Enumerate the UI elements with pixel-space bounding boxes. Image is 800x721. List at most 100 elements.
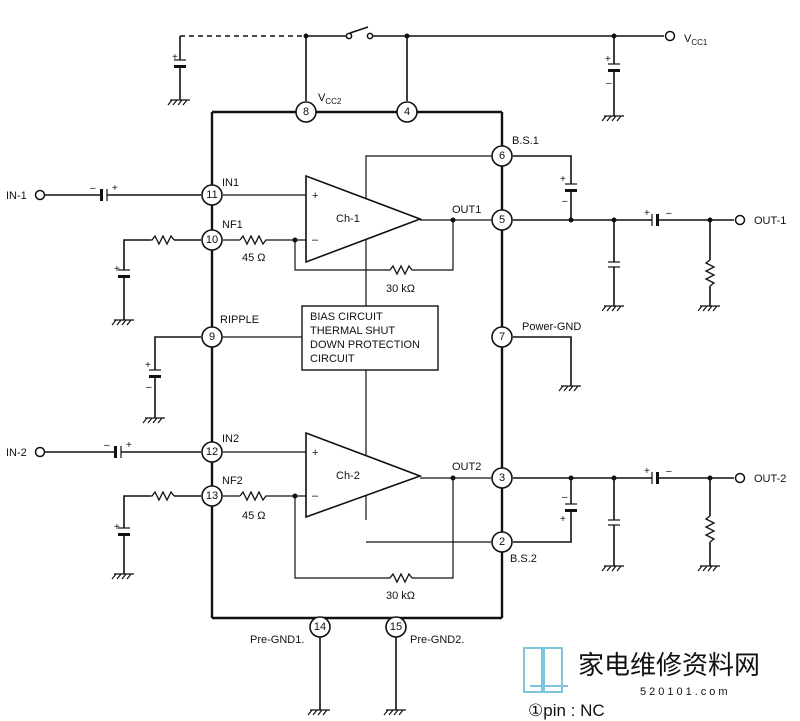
bs1-label: B.S.1: [512, 135, 539, 147]
watermark-logo-icon: [523, 647, 568, 693]
power-switch: [345, 26, 374, 40]
pin-4: 4: [396, 101, 418, 123]
in2-terminal-label: IN-2: [6, 447, 27, 459]
svg-text:+: +: [145, 360, 151, 371]
svg-text:–: –: [312, 234, 319, 246]
power-gnd-connection: [513, 336, 581, 392]
svg-text:6: 6: [499, 150, 505, 162]
svg-text:8: 8: [303, 106, 309, 118]
out2-label: OUT2: [452, 461, 481, 473]
svg-text:+: +: [560, 174, 566, 185]
svg-text:2: 2: [499, 536, 505, 548]
internal-wiring: [223, 155, 491, 579]
pre-gnd1-label: Pre-GND1.: [250, 634, 304, 646]
svg-text:5: 5: [499, 214, 505, 226]
ch2-label: Ch-2: [336, 470, 360, 482]
pin-10: 10: [201, 229, 223, 251]
resistor-45-ch2: [239, 490, 268, 502]
power-gnd-label: Power-GND: [522, 321, 581, 333]
vcc1-label: VCC1: [684, 33, 708, 47]
pin-15: 15: [385, 616, 407, 638]
input1-circuit: – +: [34, 183, 201, 201]
nc-note: ①pin : NC: [528, 701, 605, 720]
nf2-label: NF2: [222, 475, 243, 487]
output1-circuit: + – + –: [513, 155, 746, 312]
r30k-ch2-label: 30 kΩ: [386, 590, 415, 602]
svg-text:+: +: [644, 466, 650, 477]
pin-12: 12: [201, 441, 223, 463]
watermark-name: 家电维修资料网: [578, 650, 760, 680]
svg-text:7: 7: [499, 331, 505, 343]
svg-text:–: –: [562, 492, 568, 503]
in2-label: IN2: [222, 433, 239, 445]
input2-circuit: – +: [34, 440, 201, 458]
amplifier-ch2: + –: [305, 431, 423, 519]
output2-circuit: – + + –: [513, 466, 746, 572]
svg-text:13: 13: [206, 490, 218, 502]
nf2-network: +: [111, 490, 201, 580]
pin-14: 14: [309, 616, 331, 638]
pin-5: 5: [491, 209, 513, 231]
svg-text:–: –: [104, 440, 110, 451]
svg-text:+: +: [112, 183, 118, 194]
bs2-label: B.S.2: [510, 553, 537, 565]
pre-gnd-connections: [307, 637, 406, 716]
r45-ch2-label: 45 Ω: [242, 510, 266, 522]
pin-3: 3: [491, 467, 513, 489]
pin-6: 6: [491, 145, 513, 167]
svg-text:–: –: [666, 208, 672, 219]
svg-text:–: –: [90, 183, 96, 194]
vcc-cap-left: +: [167, 52, 190, 106]
resistor-45-ch1: [239, 234, 268, 246]
vcc-cap-right: + –: [601, 54, 624, 122]
in1-terminal-label: IN-1: [6, 190, 27, 202]
ch1-label: Ch-1: [336, 213, 360, 225]
svg-text:12: 12: [206, 446, 218, 458]
svg-text:–: –: [146, 382, 152, 393]
pin-9: 9: [201, 326, 223, 348]
pin-13: 13: [201, 485, 223, 507]
svg-text:–: –: [666, 466, 672, 477]
r45-ch1-label: 45 Ω: [242, 252, 266, 264]
ripple-label: RIPPLE: [220, 314, 259, 326]
in1-label: IN1: [222, 177, 239, 189]
pin-11: 11: [201, 184, 223, 206]
svg-text:+: +: [312, 190, 318, 202]
out2-terminal-label: OUT-2: [754, 473, 786, 485]
svg-text:–: –: [312, 490, 319, 502]
bias-line-2: THERMAL SHUT: [310, 325, 395, 337]
svg-text:14: 14: [314, 621, 326, 633]
bias-line-4: CIRCUIT: [310, 353, 355, 365]
svg-text:–: –: [606, 78, 612, 89]
vcc1-terminal: [664, 30, 676, 42]
svg-text:+: +: [644, 208, 650, 219]
svg-text:10: 10: [206, 234, 218, 246]
resistor-30k-ch2: [389, 572, 413, 584]
watermark-url: 520101.com: [640, 686, 731, 698]
bias-line-3: DOWN PROTECTION: [310, 339, 420, 351]
svg-text:+: +: [312, 447, 318, 459]
resistor-30k-ch1: [389, 264, 413, 276]
nf1-label: NF1: [222, 219, 243, 231]
svg-text:–: –: [562, 196, 568, 207]
svg-text:3: 3: [499, 472, 505, 484]
svg-text:15: 15: [390, 621, 402, 633]
bias-circuit-box: [301, 305, 439, 371]
svg-text:+: +: [126, 440, 132, 451]
nf1-network: +: [111, 234, 201, 326]
bias-line-1: BIAS CIRCUIT: [310, 311, 383, 323]
vcc2-label: VCC2: [318, 92, 342, 106]
r30k-ch1-label: 30 kΩ: [386, 283, 415, 295]
pin-8: 8: [295, 101, 317, 123]
svg-text:+: +: [114, 264, 120, 275]
svg-text:+: +: [560, 514, 566, 525]
svg-text:+: +: [172, 52, 178, 63]
out1-terminal-label: OUT-1: [754, 215, 786, 227]
ripple-capacitor: + –: [142, 336, 201, 424]
svg-text:11: 11: [206, 189, 217, 201]
svg-text:4: 4: [404, 106, 410, 118]
amplifier-ch1: + –: [305, 174, 423, 264]
vcc-rail: [179, 33, 664, 101]
pre-gnd2-label: Pre-GND2.: [410, 634, 464, 646]
